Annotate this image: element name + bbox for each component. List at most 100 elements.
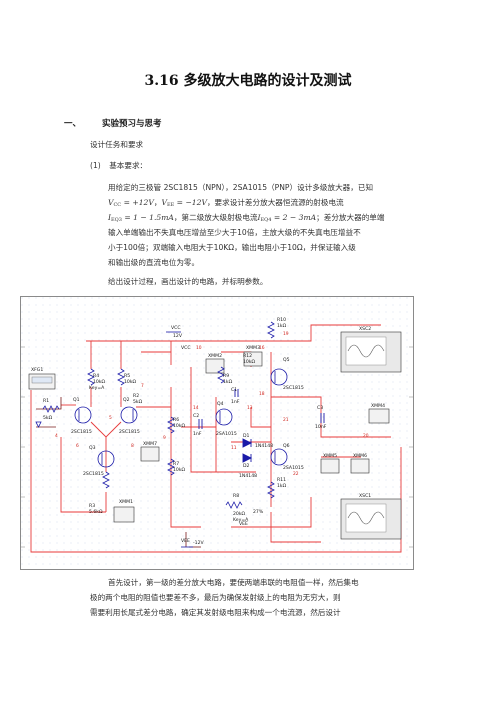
formula-ieq4: IEQ4 = 2 − 3mA — [257, 213, 317, 223]
label-r6: R6 — [173, 417, 179, 423]
net-16: 16 — [259, 345, 265, 351]
section-heading: 一、 实验预习与思考 — [64, 117, 162, 129]
label-d1-model: 1N4148 — [255, 443, 273, 449]
net-11: 11 — [231, 445, 237, 451]
label-vcc-val: 12V — [173, 333, 183, 339]
para3-line2: 极的两个电阻的阻值也要差不多，最后为确保发射级上的电阻为无穷大，则 — [90, 593, 341, 602]
label-r11-val: 1kΩ — [277, 483, 287, 489]
label-r7: R7 — [173, 461, 179, 467]
net-21: 21 — [283, 417, 289, 423]
label-r1: R1 — [43, 398, 49, 404]
para1-line2: VCC = +12V，VEE = −12V，要求设计差分放大器恒流源的射极电流 — [108, 197, 344, 211]
page-title: 3.16 多级放大电路的设计及测试 — [144, 73, 352, 89]
label-c3: C3 — [317, 405, 323, 411]
label-xsc2: XSC2 — [359, 326, 371, 332]
label-d2-model: 1N4148 — [239, 473, 257, 479]
label-xmm2: XMM2 — [208, 353, 222, 359]
label-d2: D2 — [243, 463, 250, 469]
label-q6-model: 2SA1015 — [283, 465, 304, 471]
label-vee-small: VEE — [239, 521, 248, 527]
net-6: 6 — [76, 443, 79, 449]
label-r2: R2 — [133, 393, 139, 399]
label-xsc1: XSC1 — [359, 493, 371, 499]
label-r8-key: Key=A — [233, 517, 249, 523]
label-r4-val: 10kΩ — [93, 379, 106, 385]
net-8: 8 — [131, 443, 134, 449]
para1-line3: IEQ3 = 1 − 1.5mA，第二级放大级射极电流IEQ4 = 2 − 3m… — [108, 212, 384, 226]
formula-vcc: VCC = +12V — [108, 198, 154, 208]
instrument-xmm — [113, 351, 390, 523]
label-vcc: VCC — [171, 325, 181, 331]
label-xfg1: XFG1 — [31, 367, 43, 373]
para3-line3: 需要利用长尾式差分电路，确定其发射级电阻来构成一个电流源，然后设计 — [90, 608, 341, 617]
label-xmm1: XMM1 — [119, 499, 133, 505]
para1-line2-text: ，要求设计差分放大器恒流源的射极电流 — [206, 198, 344, 207]
label-c2: C2 — [193, 413, 199, 419]
label-r12: R12 — [243, 353, 252, 359]
para2: 给出设计过程，画出设计的电路，并标明参数。 — [108, 277, 268, 286]
transistors — [74, 368, 288, 468]
label-xmm4: XMM4 — [371, 403, 385, 409]
para1-line6: 和输出级的直流电位为零。 — [108, 258, 200, 267]
label-r3: R3 — [89, 503, 95, 509]
label-r10-val: 1kΩ — [277, 323, 287, 329]
net-5: 5 — [109, 415, 112, 421]
label-vee: VEE — [181, 538, 190, 544]
net-14: 14 — [193, 405, 199, 411]
label-r5-val: 10kΩ — [124, 379, 137, 385]
label-c2-val: 1nF — [193, 431, 202, 437]
label-c1: C1 — [231, 387, 237, 393]
label-r5: R5 — [124, 373, 130, 379]
para3-line1: 首先设计，第一级的差分放大电路，要使两端串联的电阻值一样，然后集电 — [108, 578, 359, 587]
net-22: 22 — [293, 471, 299, 477]
power-supplies — [35, 331, 193, 548]
formula-vee: VEE = −12V — [161, 198, 207, 208]
para1-line4: 输入单端输出不失真电压增益至少大于10倍，主放大级的不失真电压增益不 — [108, 228, 361, 237]
label-q4: Q4 — [217, 401, 224, 407]
net-20: 20 — [363, 433, 369, 439]
label-r7-val: 10kΩ — [173, 467, 186, 473]
net-9: 9 — [163, 435, 166, 441]
separator: ， — [153, 198, 162, 207]
label-r8-pct: 27% — [253, 509, 264, 515]
label-q6: Q6 — [283, 443, 290, 449]
label-q3-model: 2SC1815 — [83, 471, 104, 477]
item-1-label: (1) — [90, 161, 101, 170]
oscilloscope-xsc2 — [340, 331, 402, 373]
label-q1: Q1 — [73, 397, 80, 403]
label-q5-model: 2SC1815 — [283, 385, 304, 391]
label-r12-val: 10kΩ — [243, 359, 256, 365]
label-q1-model: 2SC1815 — [71, 429, 92, 435]
label-xmm5: XMM5 — [323, 453, 337, 459]
circuit-schematic: VCC 12V VEE -12V XFG1 XSC2 XSC1 XMM1 XMM… — [20, 296, 414, 570]
caps-diodes — [198, 389, 325, 463]
label-q3: Q3 — [89, 445, 96, 451]
oscilloscope-xsc1 — [340, 498, 402, 540]
label-r9-val: 1kΩ — [223, 379, 233, 385]
net-4: 4 — [55, 433, 58, 439]
label-r2-val: 5kΩ — [133, 399, 143, 405]
section-title: 实验预习与思考 — [102, 119, 162, 129]
para1-line5: 小于100倍；双端输入电阻大于10KΩ，输出电阻小于10Ω，并保证输入级 — [108, 243, 356, 252]
label-r6-val: 10kΩ — [173, 423, 186, 429]
label-r11: R11 — [277, 477, 286, 483]
label-r8-val: 20kΩ — [233, 511, 246, 517]
para1-line3-text: ；差分放大器的单端 — [316, 213, 385, 222]
formula-ieq3: IEQ3 = 1 − 1.5mA — [108, 213, 174, 223]
net-19: 19 — [283, 331, 289, 337]
label-d1: D1 — [243, 433, 250, 439]
label-r4: R4 — [93, 373, 99, 379]
section-number: 一、 — [64, 119, 82, 129]
item-1: (1) 基本要求： — [90, 160, 147, 172]
label-vee-val: -12V — [193, 540, 205, 546]
label-r10: R10 — [277, 317, 286, 323]
item-1-text: 基本要求： — [109, 161, 148, 170]
schematic-svg: VCC 12V VEE -12V XFG1 XSC2 XSC1 XMM1 XMM… — [21, 297, 413, 569]
label-xmm7: XMM7 — [143, 441, 157, 447]
label-r9: R9 — [223, 373, 229, 379]
label-r8: R8 — [233, 493, 239, 499]
label-q2: Q2 — [123, 397, 130, 403]
wire-net — [30, 324, 402, 553]
label-xmm3: XMM3 — [246, 345, 260, 351]
